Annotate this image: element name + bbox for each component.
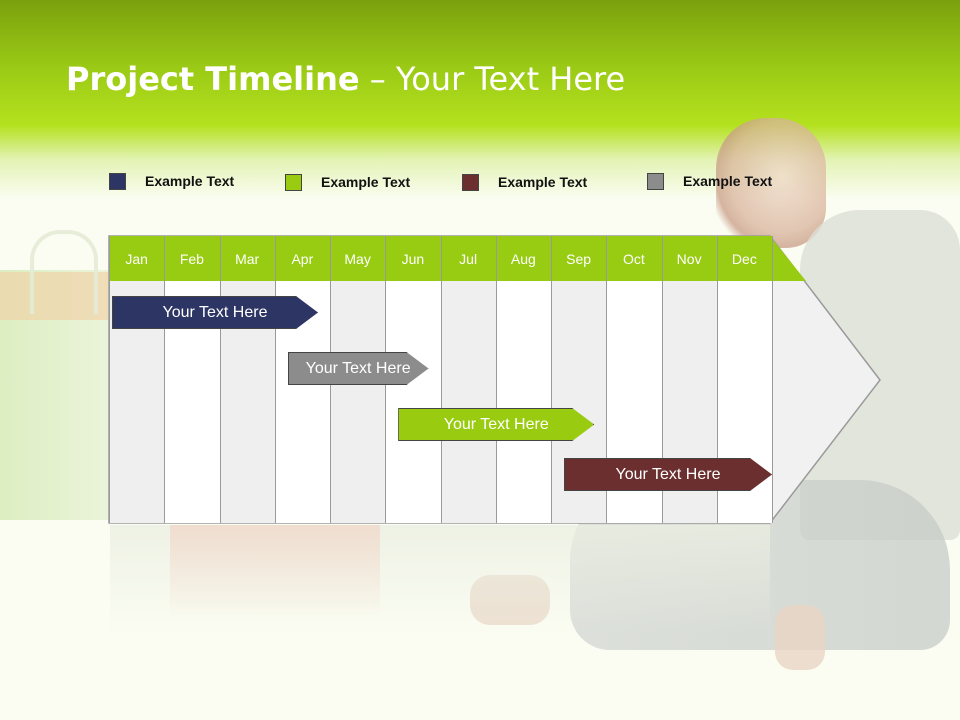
legend-item: Example Text <box>109 171 234 191</box>
title-rest: – Your Text Here <box>359 60 626 98</box>
legend-swatch <box>109 172 126 190</box>
month-divider <box>440 236 442 523</box>
month-label-jan: Jan <box>125 251 148 267</box>
month-divider <box>551 236 552 523</box>
month-label-dec: Dec <box>731 251 757 267</box>
month-column <box>330 281 386 523</box>
task-bar-2[interactable]: Your Text Here <box>288 352 429 385</box>
woman-head-image <box>716 118 826 248</box>
legend-item: Example Text <box>462 172 587 192</box>
task-label: Your Text Here <box>615 465 721 483</box>
month-column <box>385 281 441 523</box>
month-label-aug: Aug <box>510 251 536 267</box>
month-column <box>495 281 551 523</box>
timeline-header-arrow-tip <box>770 236 806 281</box>
month-divider <box>109 236 110 523</box>
page-title: Project Timeline – Your Text Here <box>66 60 625 98</box>
month-divider <box>219 236 221 523</box>
legend-label: Example Text <box>683 173 773 189</box>
month-label-feb: Feb <box>179 251 204 267</box>
bag-handle-image <box>30 230 98 314</box>
task-label: Your Text Here <box>305 359 411 377</box>
legend-label: Example Text <box>145 173 235 189</box>
legend-swatch <box>285 173 302 191</box>
legend-swatch <box>462 173 479 191</box>
month-label-jul: Jul <box>459 251 478 267</box>
task-bar-1[interactable]: Your Text Here <box>112 296 318 329</box>
month-label-oct: Oct <box>622 251 645 267</box>
legend-item: Example Text <box>285 172 410 192</box>
month-divider <box>716 236 718 523</box>
reflection-items <box>170 525 380 620</box>
month-label-sep: Sep <box>566 251 592 267</box>
task-label: Your Text Here <box>443 415 549 433</box>
legend-label: Example Text <box>498 174 588 190</box>
month-divider <box>274 236 276 523</box>
month-label-nov: Nov <box>676 251 702 267</box>
month-divider <box>661 236 663 523</box>
legend-label: Example Text <box>321 174 411 190</box>
task-bar-3[interactable]: Your Text Here <box>398 408 594 441</box>
month-divider <box>164 236 166 523</box>
month-divider <box>772 236 773 523</box>
legend-item: Example Text <box>647 171 772 191</box>
month-label-may: May <box>344 251 371 267</box>
month-label-jun: Jun <box>401 251 425 267</box>
month-divider <box>606 236 608 523</box>
title-bold: Project Timeline <box>66 60 360 98</box>
month-divider <box>495 236 497 523</box>
month-label-apr: Apr <box>291 251 314 267</box>
task-label: Your Text Here <box>162 303 268 321</box>
month-column <box>440 281 496 523</box>
task-bar-4[interactable]: Your Text Here <box>564 458 772 491</box>
legend-swatch <box>647 172 664 190</box>
month-label-mar: Mar <box>235 251 260 267</box>
shoe-image <box>775 605 825 670</box>
